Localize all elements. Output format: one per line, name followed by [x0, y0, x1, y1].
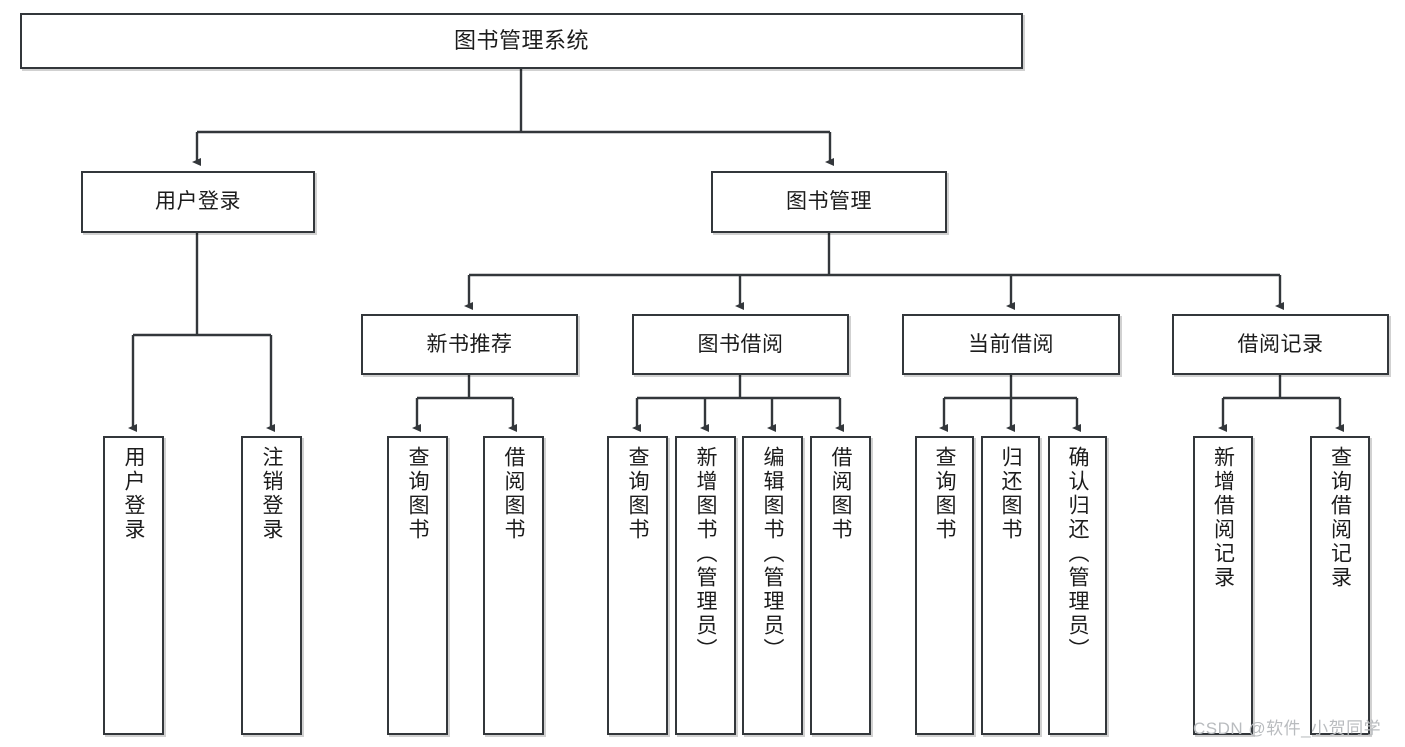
node-label: 图书借阅 — [697, 332, 784, 356]
leaf-add-book[interactable]: 新增图书（管理员） — [675, 436, 736, 735]
node-label: 查询图书 — [406, 446, 429, 542]
node-label: 归还图书 — [999, 446, 1022, 542]
node-label: 新增图书（管理员） — [694, 446, 717, 662]
leaf-query-record[interactable]: 查询借阅记录 — [1310, 436, 1370, 735]
node-label: 图书管理 — [786, 190, 872, 214]
node-label: 新书推荐 — [426, 332, 513, 356]
node-root-system[interactable]: 图书管理系统 — [20, 13, 1023, 69]
node-book-borrow[interactable]: 图书借阅 — [632, 314, 849, 375]
leaf-query-book-1[interactable]: 查询图书 — [387, 436, 448, 735]
leaf-add-record[interactable]: 新增借阅记录 — [1193, 436, 1253, 735]
node-book-manage[interactable]: 图书管理 — [711, 171, 947, 233]
node-label: 查询图书 — [933, 446, 956, 542]
leaf-borrow-book-1[interactable]: 借阅图书 — [483, 436, 544, 735]
leaf-user-login[interactable]: 用户登录 — [103, 436, 164, 735]
watermark-text: CSDN @软件_小贺同学 — [1193, 719, 1382, 738]
leaf-confirm-return[interactable]: 确认归还（管理员） — [1048, 436, 1107, 735]
node-label: 确认归还（管理员） — [1066, 446, 1089, 662]
node-new-book-rec[interactable]: 新书推荐 — [361, 314, 578, 375]
node-borrow-record[interactable]: 借阅记录 — [1172, 314, 1389, 375]
node-label: 新增借阅记录 — [1211, 446, 1235, 590]
leaf-borrow-book-2[interactable]: 借阅图书 — [810, 436, 871, 735]
leaf-query-book-2[interactable]: 查询图书 — [607, 436, 668, 735]
node-label: 借阅图书 — [829, 446, 852, 542]
node-label: 查询借阅记录 — [1328, 446, 1352, 590]
leaf-return-book[interactable]: 归还图书 — [981, 436, 1040, 735]
node-label: 借阅记录 — [1237, 332, 1324, 356]
node-current-borrow[interactable]: 当前借阅 — [902, 314, 1120, 375]
node-label: 注销登录 — [260, 446, 283, 542]
node-label: 当前借阅 — [968, 332, 1054, 356]
node-label: 借阅图书 — [502, 446, 525, 542]
leaf-user-logout[interactable]: 注销登录 — [241, 436, 302, 735]
leaf-query-book-3[interactable]: 查询图书 — [915, 436, 974, 735]
leaf-edit-book[interactable]: 编辑图书（管理员） — [742, 436, 803, 735]
node-label: 用户登录 — [155, 190, 241, 214]
node-user-login[interactable]: 用户登录 — [81, 171, 315, 233]
node-label: 图书管理系统 — [453, 27, 589, 53]
node-label: 编辑图书（管理员） — [761, 446, 784, 662]
node-label: 用户登录 — [122, 446, 145, 542]
node-label: 查询图书 — [626, 446, 649, 542]
